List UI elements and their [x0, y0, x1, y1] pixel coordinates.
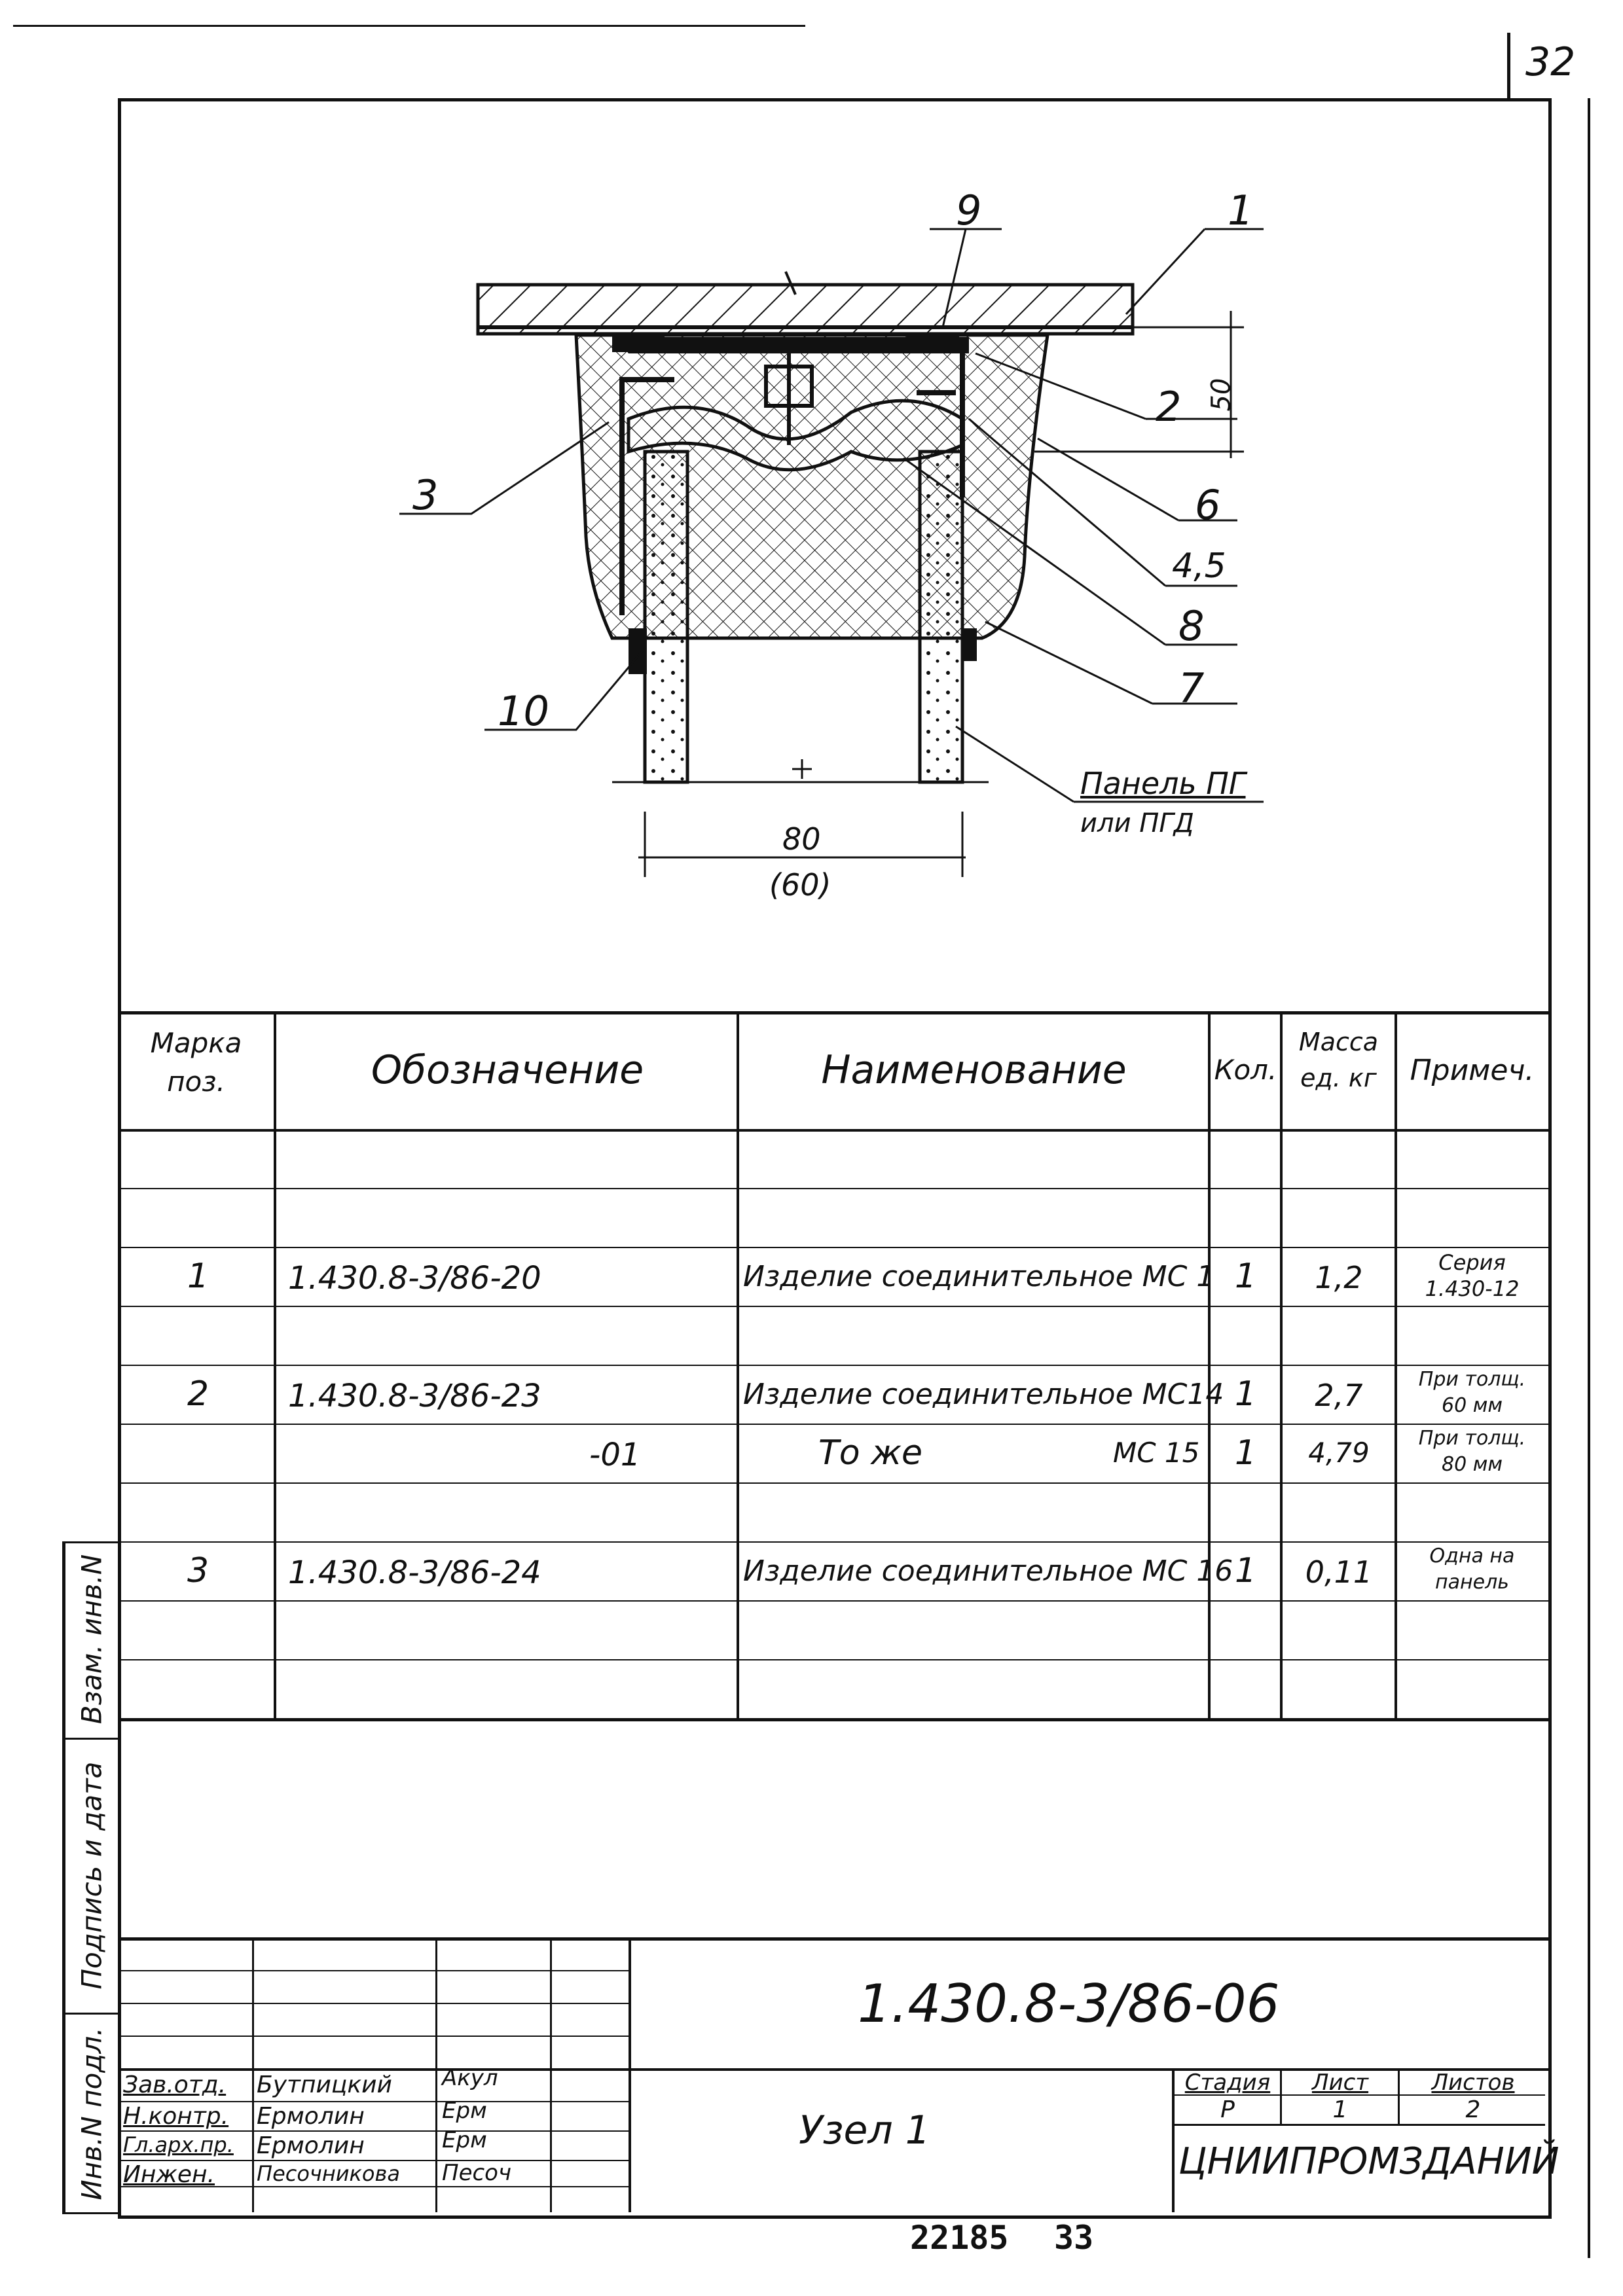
row2-pos: 2 [187, 1374, 210, 1414]
sheets-label: Листов [1431, 2070, 1515, 2096]
row3-qty: 1 [1234, 1433, 1257, 1473]
panel-label-2: или ПГД [1080, 808, 1194, 838]
row1-qty: 1 [1234, 1257, 1257, 1296]
footer-page: 33 [1054, 2219, 1094, 2257]
signature-3: Ерм [442, 2127, 487, 2153]
main-frame [118, 98, 1552, 2219]
signature-2: Ерм [442, 2098, 487, 2124]
side-stamp-inv-orig: Инв.N подл. [75, 2027, 108, 2200]
row2-name: Изделие соединительное МС14 [743, 1378, 1224, 1411]
side-stamp-inv-replace: Взам. инв.N [75, 1554, 108, 1725]
role-1: Зав.отд. [123, 2072, 227, 2098]
row2-designation: 1.430.8-3/86-23 [288, 1378, 541, 1414]
role-3: Гл.арх.пр. [123, 2132, 234, 2157]
signature-4: Песоч [442, 2160, 512, 2186]
drawing-title: Узел 1 [799, 2108, 930, 2153]
row1-name: Изделие соединительное МС 1 [743, 1260, 1215, 1293]
ceiling-slab [476, 271, 1135, 336]
row4-qty: 1 [1234, 1551, 1257, 1590]
name-2: Ермолин [257, 2103, 365, 2130]
callout-2: 2 [1156, 383, 1182, 431]
row3-name: То же [818, 1433, 922, 1473]
row1-note-1: Серия [1438, 1250, 1506, 1275]
pad-left [612, 332, 665, 352]
name-4: Песочникова [257, 2161, 400, 2186]
row3-designation: -01 [589, 1437, 641, 1473]
row4-pos: 3 [187, 1551, 210, 1590]
row3-name-code: МС 15 [1113, 1437, 1200, 1469]
stage-value: Р [1220, 2096, 1235, 2123]
sheet-label: Лист [1311, 2070, 1369, 2096]
top-stub-line [13, 25, 805, 27]
callout-9: 7 [1178, 664, 1205, 712]
panel-label-1: Панель ПГ [1080, 766, 1246, 801]
steel-profile [615, 337, 969, 353]
name-3: Ермолин [257, 2132, 365, 2159]
signature-1: Акул [442, 2065, 498, 2091]
row2-note-2: 60 мм [1442, 1394, 1503, 1417]
row3-mass: 4,79 [1308, 1437, 1370, 1469]
stage-label: Стадия [1184, 2070, 1271, 2096]
row4-designation: 1.430.8-3/86-24 [288, 1554, 541, 1591]
name-1: Бутпицкий [257, 2072, 392, 2098]
row1-mass: 1,2 [1315, 1260, 1363, 1295]
sheet-value: 1 [1332, 2096, 1348, 2123]
callout-7: 9 [956, 187, 982, 234]
callout-3: 3 [412, 471, 439, 519]
header-note: Примеч. [1410, 1054, 1535, 1087]
callout-6: 6 [1195, 481, 1221, 529]
role-4: Инжен. [123, 2161, 215, 2188]
dimension-60: (60) [769, 867, 831, 903]
row4-note-1: Одна на [1429, 1545, 1515, 1568]
row3-note-1: При толщ. [1418, 1427, 1526, 1450]
leader-lines [399, 228, 1264, 803]
row1-note-2: 1.430-12 [1425, 1276, 1520, 1301]
wall-panels [612, 450, 989, 784]
row2-mass: 2,7 [1315, 1378, 1363, 1413]
row4-name: Изделие соединительное МС 16 [743, 1554, 1233, 1588]
role-2: Н.контр. [123, 2103, 229, 2130]
organization-name: ЦНИИПРОМЗДАНИЙ [1178, 2140, 1559, 2183]
footer-code: 22185 [910, 2219, 1009, 2257]
row2-note-1: При толщ. [1418, 1368, 1526, 1391]
callout-4-5: 4,5 [1172, 547, 1226, 586]
row4-note-2: панель [1435, 1571, 1509, 1594]
row4-mass: 0,11 [1305, 1554, 1373, 1590]
sheets-value: 2 [1465, 2096, 1481, 2123]
callout-1: 1 [1228, 187, 1254, 234]
row1-designation: 1.430.8-3/86-20 [288, 1260, 541, 1297]
row3-note-2: 80 мм [1442, 1453, 1503, 1476]
dimension-50: 50 [1206, 378, 1237, 412]
callout-10: 10 [498, 687, 549, 735]
header-mass: Масса ед. кг [1298, 1028, 1379, 1093]
row1-pos: 1 [187, 1257, 210, 1296]
dimension-80: 80 [782, 821, 821, 857]
header-qty: Кол. [1214, 1054, 1277, 1086]
pad-right [907, 332, 959, 352]
side-stamp-signature-date: Подпись и дата [75, 1761, 108, 1990]
header-name: Наименование [821, 1047, 1127, 1093]
header-designation: Обозначение [371, 1047, 644, 1093]
dimension-lines [638, 311, 1244, 877]
sheet-number: 32 [1525, 39, 1576, 85]
header-pos: Марка поз. [150, 1027, 242, 1098]
callout-8: 8 [1178, 602, 1205, 650]
anchor-left [619, 377, 674, 615]
break-mark [792, 759, 812, 779]
right-binding-line [1588, 98, 1590, 2258]
row2-qty: 1 [1234, 1374, 1257, 1414]
corner-mark-line [1507, 33, 1510, 98]
document-code: 1.430.8-3/86-06 [858, 1973, 1280, 2034]
